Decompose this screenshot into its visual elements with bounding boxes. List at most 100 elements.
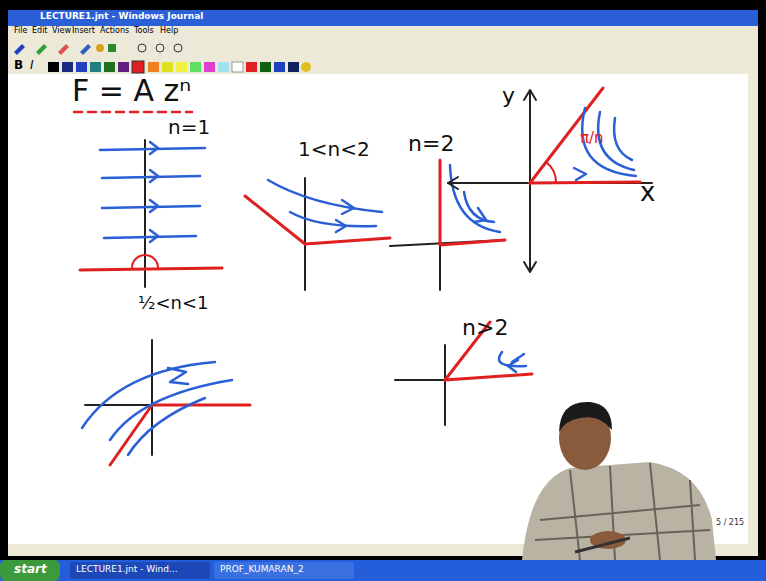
menu-item: Tools [134, 27, 154, 36]
swatch [190, 62, 201, 72]
start-label: start [14, 563, 47, 576]
case-label: n=1 [168, 116, 210, 138]
insert-icon [108, 44, 116, 52]
hair [559, 402, 612, 432]
taskbar [0, 560, 766, 581]
pen [575, 538, 630, 552]
streamline [450, 165, 500, 232]
pen-icon [14, 44, 25, 55]
swatch [260, 62, 271, 72]
axis [151, 340, 153, 455]
streamline [128, 398, 205, 455]
zoom-icon [156, 44, 164, 52]
wall-line [245, 196, 390, 244]
streamlines [450, 165, 500, 232]
swatch [274, 62, 285, 72]
angle-arc [546, 162, 556, 183]
arrowhead [474, 208, 486, 222]
arrowhead [574, 168, 586, 180]
pen-icon [80, 44, 91, 55]
lecturer-figure [522, 402, 716, 560]
swatch [246, 62, 257, 72]
streamline [464, 192, 494, 222]
streamline [110, 380, 232, 440]
swatch [288, 62, 299, 72]
hand-icon [138, 44, 146, 52]
swatch [204, 62, 215, 72]
streamline [614, 118, 632, 160]
italic-button: I [30, 59, 34, 72]
swatch [90, 62, 101, 72]
axis-label: y [502, 84, 515, 108]
streamline [268, 180, 382, 212]
task-button [70, 562, 210, 579]
arrowhead [342, 200, 354, 214]
axis [144, 140, 146, 287]
sketches [74, 88, 652, 465]
menu-item: File [14, 27, 27, 36]
streamline [102, 176, 200, 178]
case-label: 1<n<2 [298, 138, 370, 160]
window-title: LECTURE1.jnt - Windows Journal [40, 12, 203, 22]
arrowhead [150, 200, 158, 212]
streamline [102, 206, 200, 208]
wall-line [440, 160, 505, 245]
arrowhead [150, 170, 158, 182]
streamlines [82, 362, 232, 455]
x-axis [448, 182, 652, 184]
arrowhead [336, 220, 346, 232]
arrowhead [524, 262, 536, 272]
arrowhead [168, 368, 188, 384]
vertical-scrollbar [748, 74, 758, 544]
toolbar [8, 38, 758, 74]
formula: F = A zⁿ [72, 74, 191, 107]
menu-item: View [52, 27, 71, 36]
case-label: ½<n<1 [138, 293, 208, 313]
axis [85, 404, 152, 406]
arrowhead [524, 90, 536, 100]
pen-icon [36, 44, 47, 55]
swatch [176, 62, 187, 72]
page-number: 5 / 215 [716, 519, 744, 528]
swatch [76, 62, 87, 72]
task-button [214, 562, 354, 579]
swatch [48, 62, 59, 72]
swatch [232, 62, 243, 72]
color-swatches [48, 61, 311, 73]
streamline [290, 212, 376, 226]
swatch [132, 61, 144, 73]
streamlines [268, 180, 382, 232]
streamline [104, 236, 196, 238]
swatch [104, 62, 115, 72]
zoom-icon [174, 44, 182, 52]
arrowhead [150, 230, 158, 242]
lasso-icon [96, 44, 104, 52]
arrowhead [448, 177, 458, 189]
start-button [0, 560, 60, 581]
angle-arc [132, 255, 158, 268]
eraser-icon [58, 44, 69, 55]
shirt-check [535, 463, 710, 560]
swatch [301, 62, 311, 72]
title-bar [8, 10, 758, 26]
task-label: PROF_KUMARAN_2 [220, 565, 304, 575]
swatch [162, 62, 173, 72]
streamline [512, 354, 524, 362]
axis-label: x [640, 178, 655, 207]
streamline [82, 362, 215, 428]
swatch [148, 62, 159, 72]
wall-line [530, 88, 603, 183]
wall-line [110, 405, 250, 465]
axis [395, 379, 445, 381]
dashed-underline [74, 111, 192, 114]
case-label: n=2 [408, 132, 454, 156]
menu-item: Actions [100, 27, 129, 36]
swatch [118, 62, 129, 72]
menu-item: Edit [32, 27, 48, 36]
wall-line [530, 182, 640, 183]
menu-item: Insert [72, 27, 95, 36]
streamlines [574, 108, 636, 180]
shirt [522, 462, 716, 560]
